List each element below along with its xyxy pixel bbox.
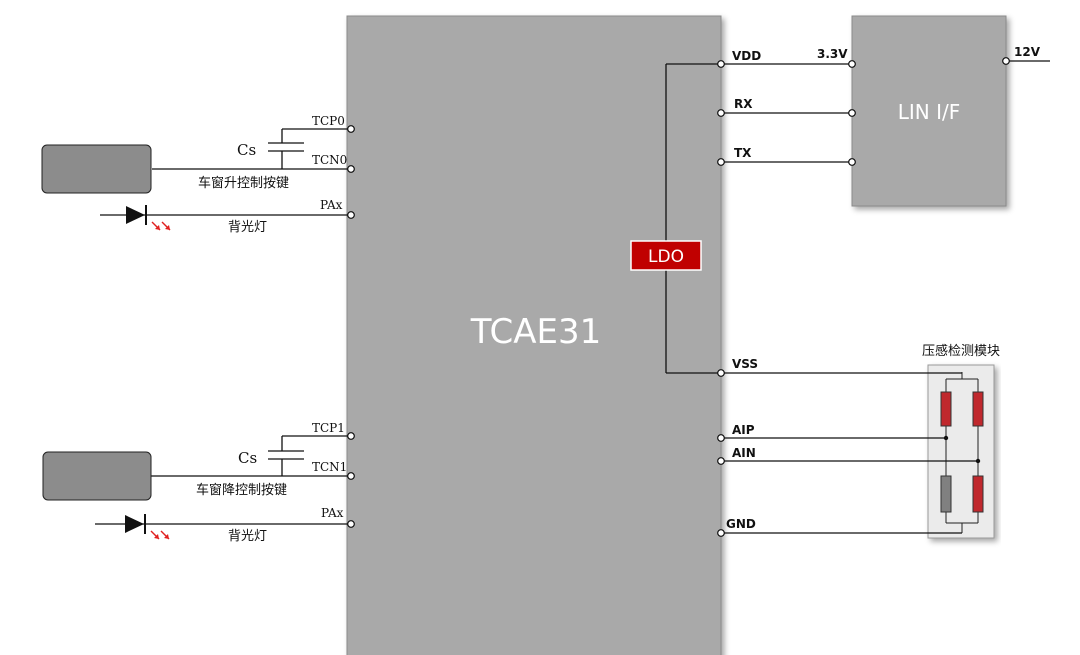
resistor-bottom-left <box>940 475 952 513</box>
pin-tx-label: TX <box>734 146 752 160</box>
backlight-top-label: 背光灯 <box>228 220 267 235</box>
led-diode-icon <box>126 205 171 231</box>
pin-ain-label: AIN <box>732 446 756 460</box>
pin-tcn1-label: TCN1 <box>312 460 347 474</box>
right-wires <box>724 60 1050 534</box>
ain-junction-dot <box>975 458 981 464</box>
resistor-bottom-right <box>972 475 984 513</box>
left-pin-circles <box>347 125 355 528</box>
right-pin-circles <box>717 57 1010 537</box>
backlight-bottom-label: 背光灯 <box>228 529 267 544</box>
pin-vss-label: VSS <box>732 357 758 371</box>
resistor-top-left <box>940 391 952 427</box>
button-down-pad <box>42 451 152 501</box>
cs-top-label: Cs <box>237 141 256 159</box>
lin-title: LIN I/F <box>898 100 961 124</box>
voltage-12v-label: 12V <box>1014 45 1041 59</box>
pressure-module-title: 压感检测模块 <box>922 343 1000 359</box>
pin-tcp1-label: TCP1 <box>312 421 345 435</box>
pin-tcn0-label: TCN0 <box>312 153 347 167</box>
tcae31-chip-body <box>346 15 722 655</box>
ldo-label: LDO <box>648 247 684 267</box>
pin-aip-label: AIP <box>732 423 755 437</box>
lin-interface-block <box>851 15 1007 207</box>
button-up-label: 车窗升控制按键 <box>198 175 289 191</box>
pin-rx-label: RX <box>734 97 753 111</box>
button-up-pad <box>41 144 152 194</box>
ldo-wiring <box>665 63 720 374</box>
pin-gnd-label: GND <box>726 517 756 531</box>
aip-junction-dot <box>943 435 949 441</box>
pin-pax-bottom-label: PAx <box>321 506 344 520</box>
bridge-wiring <box>945 372 979 533</box>
voltage-3v3-label: 3.3V <box>817 47 848 61</box>
resistor-top-right <box>972 391 984 427</box>
pressure-module-box <box>927 364 995 539</box>
button-down-label: 车窗降控制按键 <box>196 482 287 498</box>
pin-vdd-label: VDD <box>732 49 761 63</box>
cs-bottom-label: Cs <box>238 449 257 467</box>
ldo-block <box>630 240 702 271</box>
pin-tcp0-label: TCP0 <box>312 114 345 128</box>
chip-name: TCAE31 <box>470 312 602 352</box>
pin-pax-top-label: PAx <box>320 198 343 212</box>
led-diode-icon <box>125 514 170 540</box>
